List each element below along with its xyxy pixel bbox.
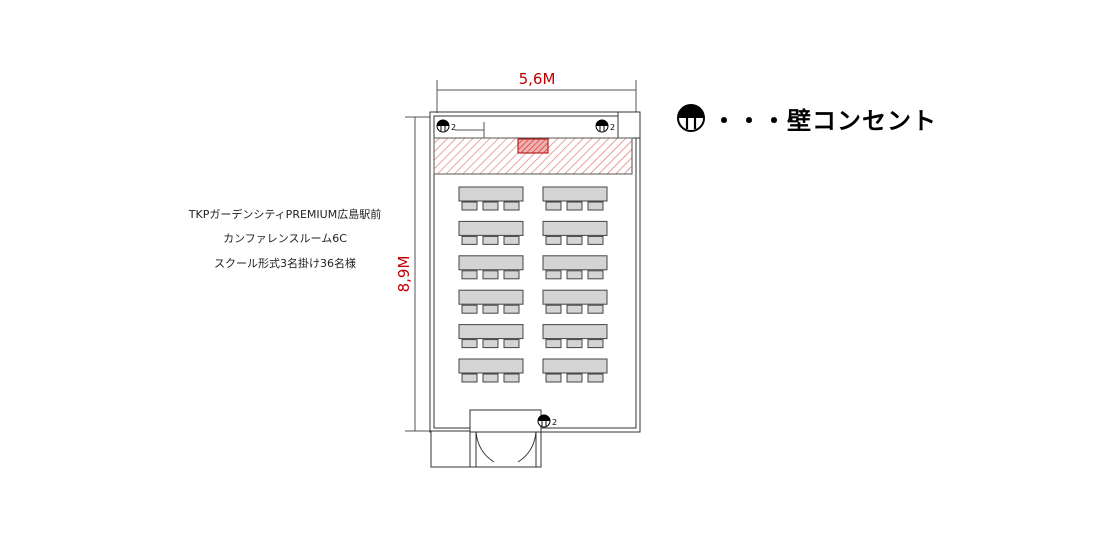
outlet-count: 2 <box>451 123 456 132</box>
chair <box>545 235 562 245</box>
chair <box>566 270 583 280</box>
chair <box>587 201 604 211</box>
legend-label: ・・・壁コンセント <box>712 106 937 135</box>
room-name: カンファレンスルーム6C <box>223 232 347 245</box>
wall-outlet-icon: 2 <box>595 119 615 133</box>
chair <box>545 304 562 314</box>
chair <box>503 235 520 245</box>
chair <box>587 373 604 383</box>
table <box>542 220 608 236</box>
width-label: 5,6M <box>519 70 556 88</box>
table <box>458 358 524 374</box>
room-capacity: スクール形式3名掛け36名様 <box>214 257 356 270</box>
table <box>542 186 608 202</box>
chair <box>461 201 478 211</box>
chair <box>482 270 499 280</box>
chair <box>482 235 499 245</box>
chair <box>461 270 478 280</box>
wall-outlet-icon: 2 <box>537 414 557 428</box>
chair <box>482 201 499 211</box>
wall-outlet-icon: 2 <box>436 119 456 133</box>
chair <box>545 373 562 383</box>
front-stage <box>433 122 633 175</box>
chair <box>566 235 583 245</box>
table <box>542 255 608 271</box>
chair <box>566 304 583 314</box>
chair <box>587 304 604 314</box>
legend: ・・・壁コンセント <box>676 100 937 136</box>
chair <box>566 201 583 211</box>
chair <box>545 201 562 211</box>
chair <box>461 339 478 349</box>
chair <box>587 270 604 280</box>
chair <box>545 270 562 280</box>
chair <box>503 339 520 349</box>
chair <box>566 373 583 383</box>
chair <box>482 304 499 314</box>
height-label: 8,9M <box>395 256 413 293</box>
entrance-door <box>430 409 542 468</box>
table <box>458 186 524 202</box>
chair <box>503 304 520 314</box>
table <box>542 289 608 305</box>
chair <box>461 373 478 383</box>
table <box>542 358 608 374</box>
table <box>458 324 524 340</box>
chair <box>545 339 562 349</box>
seating-layout <box>458 186 608 383</box>
chair <box>503 201 520 211</box>
chair <box>503 373 520 383</box>
chair <box>482 373 499 383</box>
chair <box>461 304 478 314</box>
room-venue: TKPガーデンシティPREMIUM広島駅前 <box>188 208 382 221</box>
table <box>458 220 524 236</box>
chair <box>566 339 583 349</box>
table <box>458 255 524 271</box>
width-dimension: 5,6M <box>436 70 637 113</box>
chair <box>503 270 520 280</box>
chair <box>482 339 499 349</box>
chair <box>587 235 604 245</box>
table <box>542 324 608 340</box>
wall-outlet-icon <box>677 104 705 132</box>
outlet-count: 2 <box>552 418 557 427</box>
wall-outlets: 2 2 2 <box>436 119 615 428</box>
outlet-count: 2 <box>610 123 615 132</box>
height-dimension: 8,9M <box>395 116 430 432</box>
table <box>458 289 524 305</box>
chair <box>461 235 478 245</box>
chair <box>587 339 604 349</box>
